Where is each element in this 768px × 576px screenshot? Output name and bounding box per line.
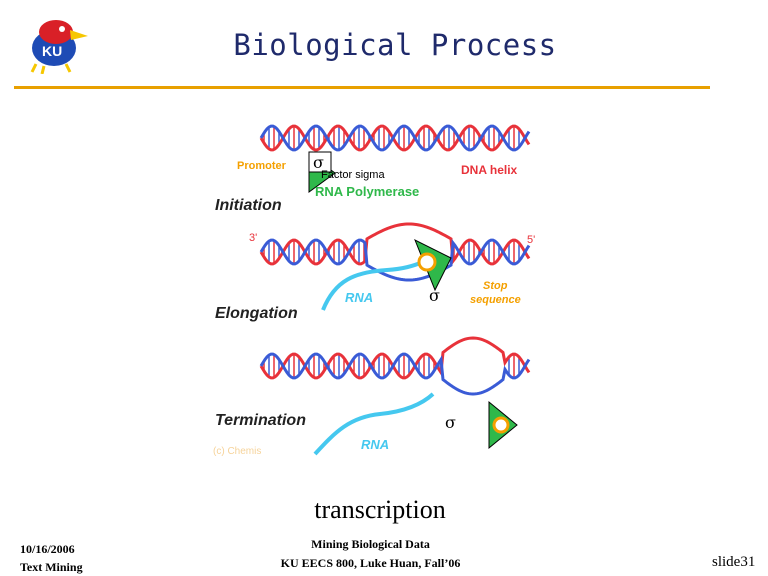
stage-termination: Termination	[215, 412, 306, 429]
rna-label-termination: RNA	[361, 437, 389, 452]
rna-strand-elongation	[321, 260, 424, 311]
slide-number: slide31	[712, 554, 756, 570]
logo-beak	[70, 30, 88, 40]
logo-head	[39, 20, 73, 44]
stage-initiation: Initiation	[215, 197, 282, 214]
rna-polymerase-label: RNA Polymerase	[315, 184, 419, 199]
logo-text: KU	[42, 43, 62, 59]
stop-label: Stop	[483, 280, 508, 292]
transcription-diagram: Promoter σ Factor sigma RNA Polymerase D…	[213, 124, 535, 457]
dna-helices	[259, 124, 531, 396]
slide-title: Biological Process	[233, 28, 557, 62]
footer-course: Mining Biological Data KU EECS 800, Luke…	[258, 535, 483, 573]
dna-helix-label: DNA helix	[461, 163, 518, 177]
rna-strand-termination	[313, 392, 435, 456]
logo-eye	[59, 26, 65, 32]
polymerase-released-site	[492, 416, 510, 434]
five-prime-label: 5'	[527, 234, 535, 246]
sigma-symbol-termination: σ	[445, 413, 456, 432]
dna-strand-bottom-1	[259, 124, 531, 152]
three-prime-label: 3'	[249, 232, 257, 244]
footer-date-line: 10/16/2006	[20, 542, 75, 556]
dna-strand-bottom-3	[259, 352, 531, 396]
footer-course-title: Mining Biological Data	[311, 537, 430, 551]
ku-jayhawk-logo: KU	[30, 20, 88, 74]
dna-strand-bottom-2	[259, 238, 531, 282]
logo-feet	[30, 63, 72, 74]
footer-topic-line: Text Mining	[20, 560, 83, 574]
sigma-symbol-initiation: σ	[313, 153, 324, 172]
sigma-box	[308, 151, 332, 173]
rna-label-elongation: RNA	[345, 290, 373, 305]
stage-elongation: Elongation	[215, 305, 298, 322]
figure-caption: transcription	[314, 495, 446, 524]
factor-sigma-label: Factor sigma	[321, 169, 385, 181]
copyright-label: (c) Chemis	[213, 446, 261, 457]
sigma-symbol-elongation: σ	[429, 286, 440, 305]
footer-date: 10/16/2006 Text Mining	[20, 540, 83, 576]
promoter-label: Promoter	[237, 160, 287, 172]
polymerase-active-site	[417, 252, 437, 272]
footer-course-info: KU EECS 800, Luke Huan, Fall’06	[280, 556, 461, 570]
title-rule	[14, 86, 710, 89]
sequence-label: sequence	[470, 294, 521, 306]
